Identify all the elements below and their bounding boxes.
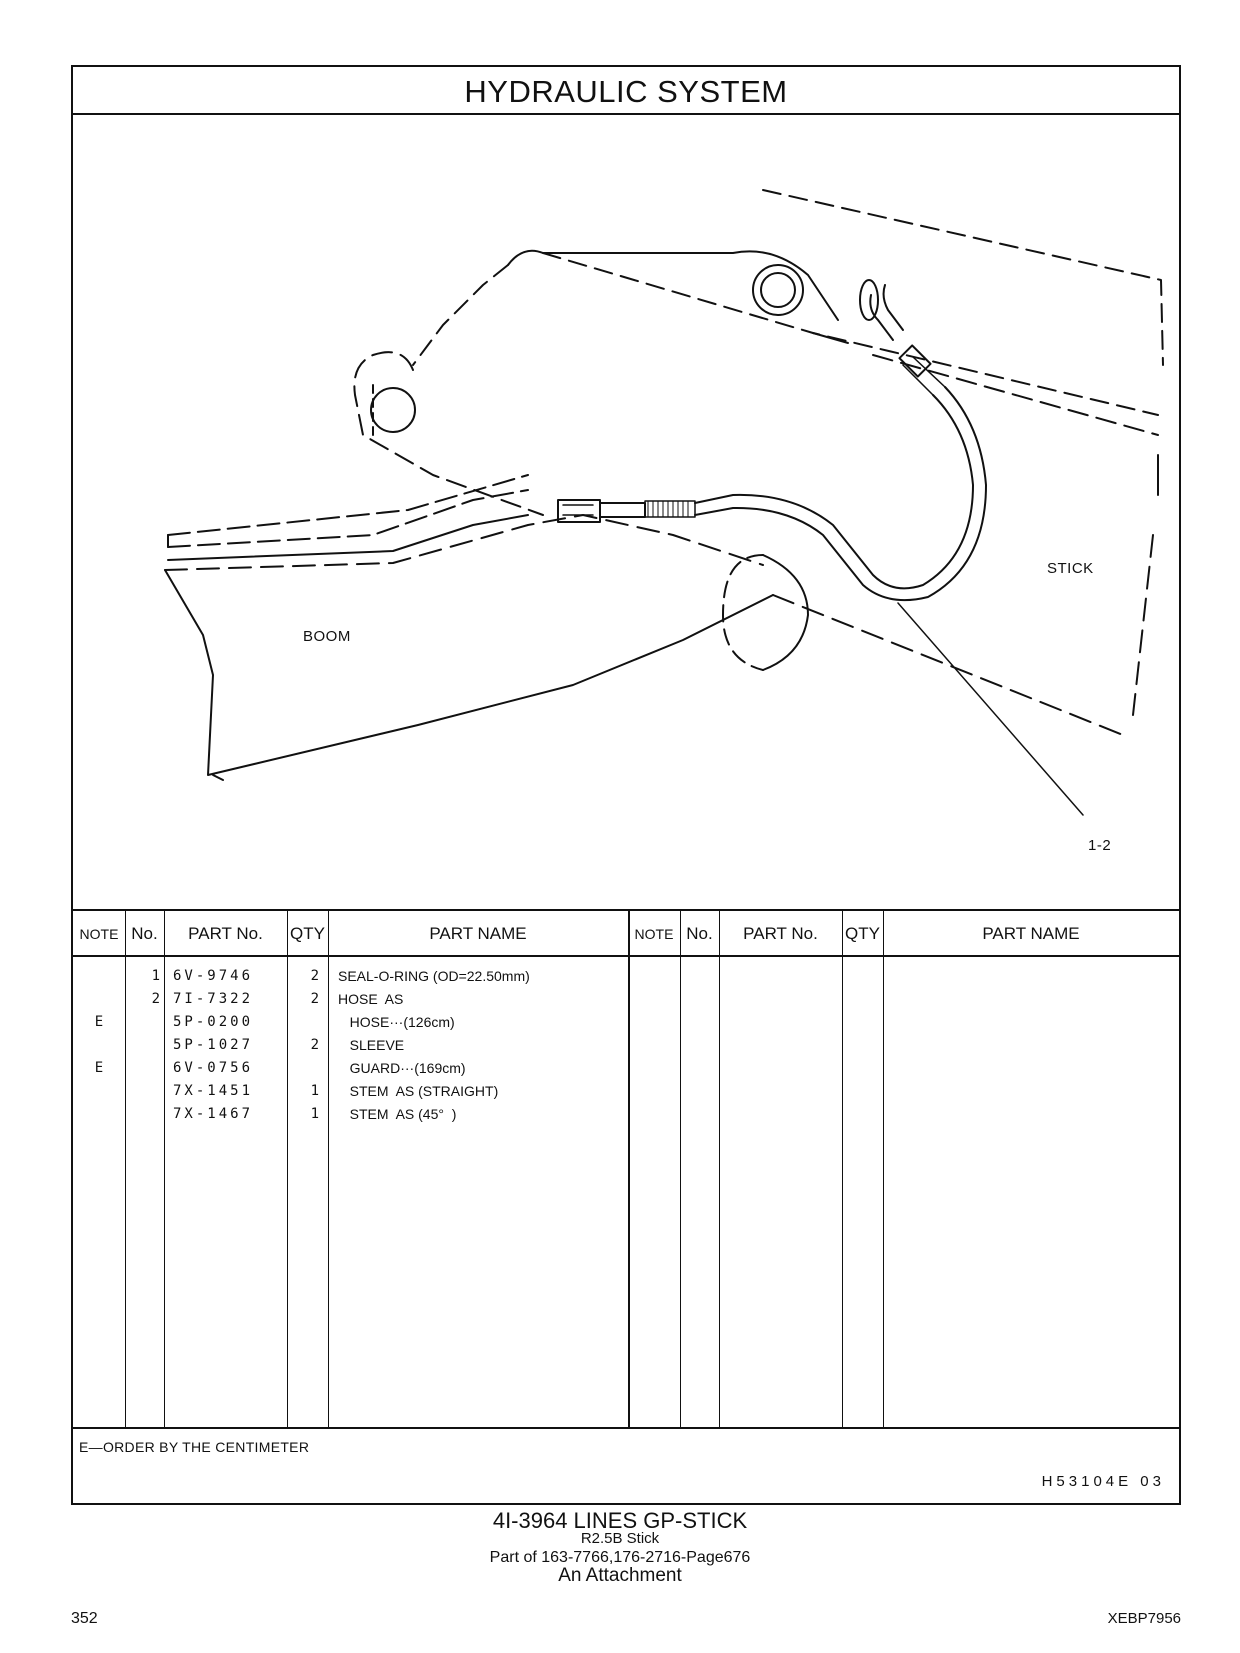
- header-part-no-right: PART No.: [719, 911, 842, 957]
- boom-label: BOOM: [303, 628, 351, 645]
- header-qty-right: QTY: [842, 911, 883, 957]
- table-row: 7X-1467 1 STEM AS (45° ): [73, 1103, 628, 1126]
- header-note-right: NOTE: [628, 911, 680, 957]
- diagram-drawing: [164, 189, 1164, 816]
- header-part-no-left: PART No.: [164, 911, 287, 957]
- order-note: E—ORDER BY THE CENTIMETER: [79, 1439, 310, 1455]
- table-row: E 6V-0756 GUARD···(169cm): [73, 1057, 628, 1080]
- row-part-no: 7X-1467: [173, 1106, 254, 1122]
- top-fitting: [859, 279, 879, 321]
- header-no-right: No.: [680, 911, 719, 957]
- boom-body: [164, 569, 774, 776]
- boom-ear: [353, 351, 544, 516]
- row-part-no: 5P-0200: [173, 1014, 254, 1030]
- group-type: An Attachment: [558, 1565, 682, 1586]
- row-part-name: STEM AS (STRAIGHT): [338, 1083, 499, 1099]
- row-part-name: SEAL-O-RING (OD=22.50mm): [338, 968, 530, 984]
- group-subtitle: R2.5B Stick: [580, 1530, 660, 1547]
- parts-page-frame: HYDRAULIC SYSTEM: [71, 65, 1181, 1505]
- row-part-name: GUARD···(169cm): [338, 1060, 466, 1076]
- row-part-name: HOSE···(126cm): [338, 1014, 455, 1030]
- table-row: 1 6V-9746 2 SEAL-O-RING (OD=22.50mm): [73, 965, 628, 988]
- page-number: 352: [71, 1610, 98, 1627]
- row-part-no: 5P-1027: [173, 1037, 254, 1053]
- row-qty: 2: [310, 991, 319, 1007]
- row-qty: 2: [310, 1037, 319, 1053]
- header-part-name-right: PART NAME: [883, 911, 1179, 957]
- row-part-no: 7I-7322: [173, 991, 254, 1007]
- callout-leader: [897, 602, 1084, 816]
- table-row: 2 7I-7322 2 HOSE AS: [73, 988, 628, 1011]
- boom-rails: [167, 474, 529, 536]
- row-no: 2: [151, 991, 160, 1007]
- page-title: HYDRAULIC SYSTEM: [73, 67, 1179, 115]
- row-part-no: 7X-1451: [173, 1083, 254, 1099]
- callout-label: 1-2: [1088, 837, 1112, 854]
- parts-table: NOTE No. PART No. QTY PART NAME NOTE No.…: [73, 909, 1179, 1429]
- row-part-name: HOSE AS: [338, 991, 404, 1007]
- header-note-left: NOTE: [73, 911, 125, 957]
- top-pin-outer: [752, 264, 804, 316]
- group-reference: Part of 163-7766,176-2716-Page676: [489, 1549, 751, 1566]
- top-pin-inner: [760, 272, 796, 308]
- row-part-no: 6V-0756: [173, 1060, 254, 1076]
- row-part-name: STEM AS (45° ): [338, 1106, 457, 1122]
- illustration-code: H53104E 03: [1041, 1473, 1165, 1490]
- row-note: E: [94, 1060, 104, 1076]
- header-part-name-left: PART NAME: [328, 911, 628, 957]
- row-qty: 2: [310, 968, 319, 984]
- row-no: 1: [151, 968, 160, 984]
- document-code: XEBP7956: [1107, 1610, 1181, 1627]
- table-footer: E—ORDER BY THE CENTIMETER H53104E 03: [73, 1427, 1179, 1505]
- boom-upper-plate: [507, 249, 839, 321]
- row-part-no: 6V-9746: [173, 968, 254, 984]
- group-title: 4I-3964 LINES GP-STICK: [492, 1508, 748, 1533]
- table-row: 5P-1027 2 SLEEVE: [73, 1034, 628, 1057]
- row-qty: 1: [310, 1083, 319, 1099]
- lower-pin: [762, 554, 809, 671]
- stick-outline: [762, 189, 1164, 366]
- row-part-name: SLEEVE: [338, 1037, 405, 1053]
- header-no-left: No.: [125, 911, 164, 957]
- row-note: E: [94, 1014, 104, 1030]
- table-row: E 5P-0200 HOSE···(126cm): [73, 1011, 628, 1034]
- row-qty: 1: [310, 1106, 319, 1122]
- stick-label: STICK: [1047, 560, 1094, 577]
- table-row: 7X-1451 1 STEM AS (STRAIGHT): [73, 1080, 628, 1103]
- hydraulic-diagram: STICK BOOM 1-2: [73, 115, 1179, 910]
- hose: [694, 394, 974, 590]
- header-qty-left: QTY: [287, 911, 328, 957]
